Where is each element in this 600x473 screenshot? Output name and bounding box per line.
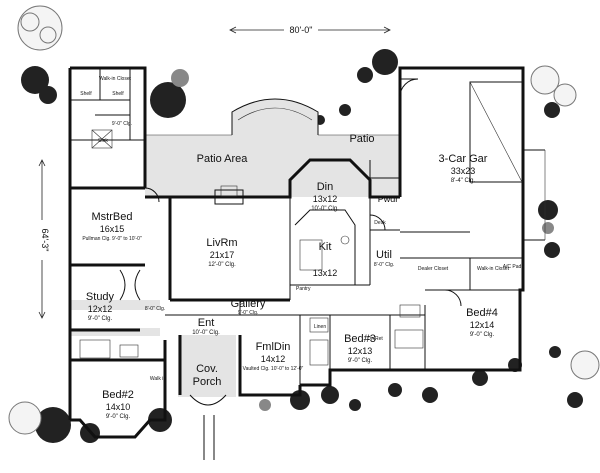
study-side-ceiling: 8'-0" Clg. [145,306,165,312]
room-labels: Patio Area Patio 3-Car Gar 33x23 8'-4" C… [82,133,498,420]
study-size: 12x12 [88,304,113,314]
utility-ceiling: 8'-0" Clg. [374,262,394,268]
gallery-label: Gallery [231,298,266,310]
room-study: Study [86,291,115,303]
exterior-walls [68,66,525,439]
shelf-label: Shelf [80,91,92,97]
study-ceiling: 9'-0" Clg. [88,316,113,322]
bed2-walkin-label: Walk in [150,376,166,382]
mstr-bed-ceiling: Pullman Clg. 9'-0" to 10'-0" [82,236,142,242]
walkin-closet-label: Walk-in Closet [477,266,510,272]
room-bed3: Bed#3 [344,333,376,345]
shrub-icon [21,66,49,94]
room-dining: Din [317,181,334,193]
sink-label: Sink [98,138,108,144]
covered-porch-line2: Porch [193,376,222,388]
room-entry: Ent [198,317,215,329]
living-ceiling: 12'-0" Clg. [208,262,236,268]
bed3-size: 12x13 [348,346,373,356]
linen-label: Linen [314,324,326,330]
bed4-size: 12x14 [470,320,495,330]
garage-ceiling: 8'-4" Clg. [451,178,476,184]
living-size: 21x17 [210,250,235,260]
patio-area [145,98,400,197]
width-dimension: 80'-0" [290,25,313,35]
kitchen-size: 13x12 [313,268,338,278]
shelf-label-2: Shelf [112,91,124,97]
garage-details [399,78,546,259]
ac-pad-label: A/C Pad [503,264,522,270]
dn-ret-label: Dn Ret [367,336,383,342]
room-utility: Util [376,249,392,261]
dining-size: 13x12 [313,194,338,204]
interior-walls [70,68,523,385]
room-living: LivRm [206,237,237,249]
depth-dimension: 64'-3" [40,229,50,252]
master-walkin-closet-label: Walk-in Closet [99,76,132,82]
room-kitchen: Kit [319,241,332,253]
room-garage: 3-Car Gar [439,153,488,165]
landscaping [8,5,600,443]
entry-step [189,394,227,406]
bed4-ceiling: 9'-0" Clg. [470,332,495,338]
dealer-closet-label: Dealer Closet [418,266,449,272]
room-bed2: Bed#2 [102,389,134,401]
overall-dimensions: 80'-0" 64'-3" [35,22,391,319]
garage-size: 33x23 [451,166,476,176]
room-formal-dining: FmlDin [256,341,291,353]
mstr-bed-size: 16x15 [100,224,125,234]
annotation-labels: Walk-in Closet Shelf Shelf 9'-0" Clg. Si… [80,76,521,382]
desk-label: Desk [374,220,386,226]
bed2-size: 14x10 [106,402,131,412]
room-patio: Patio [349,133,374,145]
dining-ceiling: 10'-0" Clg. [311,206,339,212]
formal-dining-ceiling: Vaulted Clg. 10'-0" to 12'-0" [243,366,304,372]
room-bed4: Bed#4 [466,307,498,319]
pantry-label: Pantry [296,286,311,292]
bed3-ceiling: 9'-0" Clg. [348,358,373,364]
room-patio-area: Patio Area [197,153,249,165]
entry-ceiling: 10'-0" Clg. [192,330,220,336]
gallery-ceiling: 9'-0" Clg. [238,310,258,316]
room-mstr-bed: MstrBed [92,211,133,223]
bed2-ceiling: 9'-0" Clg. [106,414,131,420]
formal-dining-size: 14x12 [261,354,286,364]
room-powder: Pwdr [378,194,399,204]
master-bath-ceiling: 9'-0" Clg. [112,121,132,127]
room-covered-porch: Cov. [196,363,218,375]
